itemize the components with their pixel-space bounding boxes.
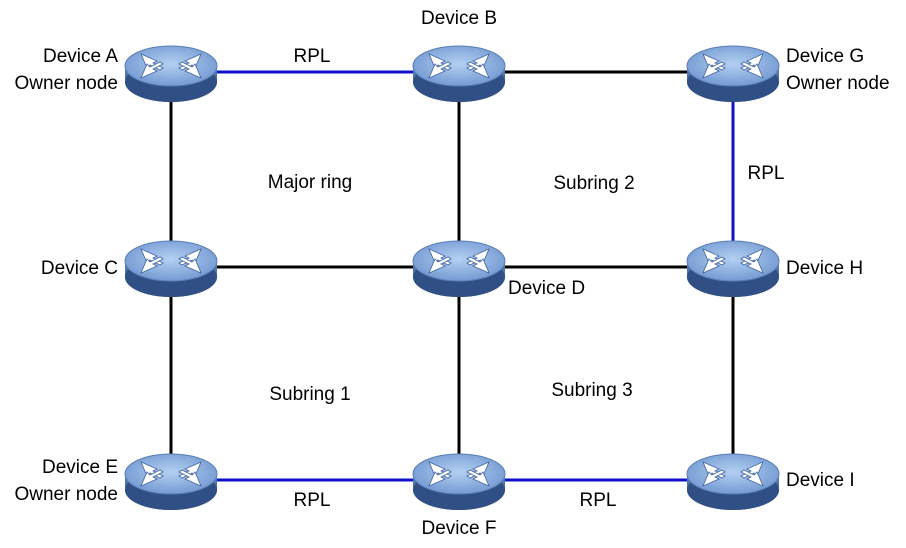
device-label-c: Device C — [41, 258, 118, 279]
rpl-label-a-b: RPL — [294, 46, 331, 67]
rpl-label-f-i: RPL — [580, 490, 617, 511]
router-icon — [686, 453, 780, 510]
owner-node-label-a: Owner node — [14, 73, 118, 94]
router-icon — [124, 240, 218, 297]
rpl-label-e-f: RPL — [294, 490, 331, 511]
nodes-layer — [124, 45, 780, 510]
ring-label-sub3: Subring 3 — [551, 380, 632, 401]
ring-label-major: Major ring — [268, 172, 352, 193]
router-icon — [124, 453, 218, 510]
router-icon — [412, 240, 506, 297]
device-label-f: Device F — [422, 518, 497, 539]
owner-node-label-g: Owner node — [786, 73, 890, 94]
ring-label-sub1: Subring 1 — [269, 384, 350, 405]
owner-node-label-e: Owner node — [14, 484, 118, 505]
device-label-a: Device A — [43, 46, 118, 67]
device-label-h: Device H — [786, 258, 863, 279]
device-label-i: Device I — [786, 470, 855, 491]
ring-label-sub2: Subring 2 — [553, 173, 634, 194]
router-icon — [686, 45, 780, 102]
rpl-label-g-h: RPL — [748, 163, 785, 184]
device-label-b: Device B — [421, 8, 497, 29]
router-icon — [124, 45, 218, 102]
router-icon — [412, 45, 506, 102]
router-icon — [686, 240, 780, 297]
labels-layer: RPL RPL RPL RPL Device A Owner node Device B De… — [14, 8, 889, 539]
device-label-e: Device E — [42, 457, 118, 478]
device-label-g: Device G — [786, 46, 864, 67]
device-label-d: Device D — [508, 278, 585, 299]
router-icon — [412, 453, 506, 510]
